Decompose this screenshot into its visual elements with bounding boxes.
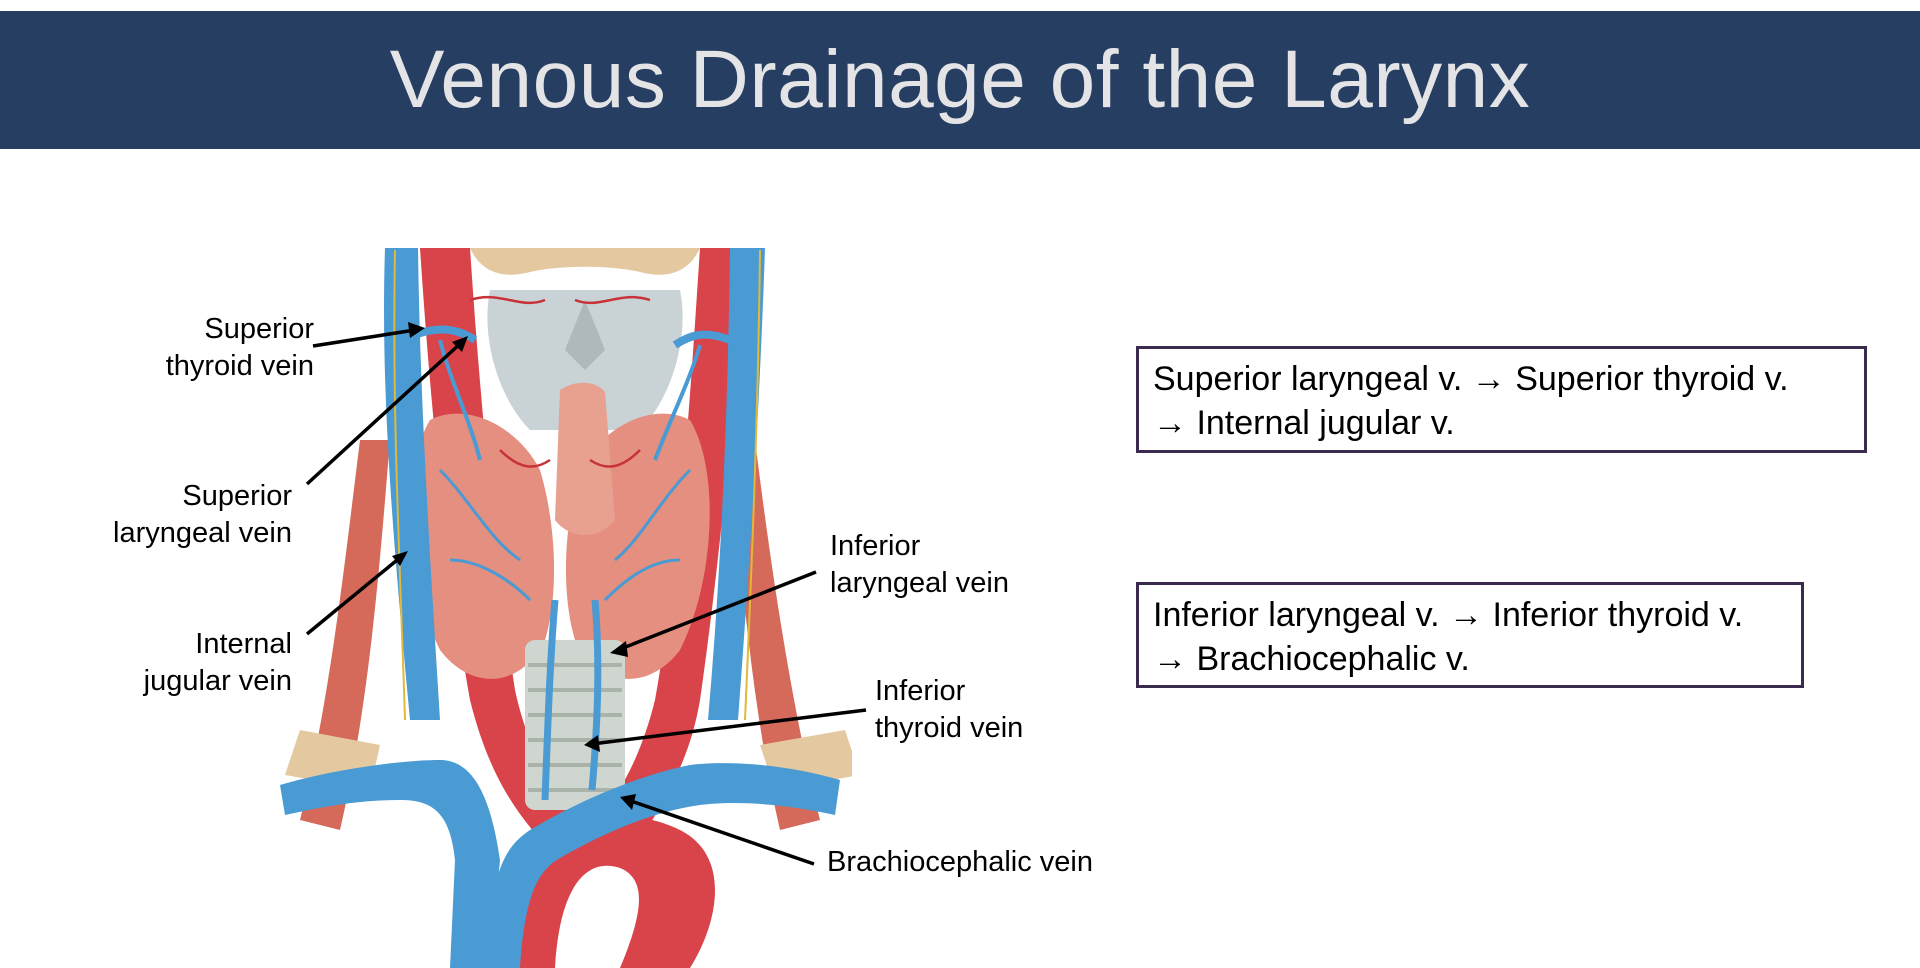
label-brachiocephalic-vein: Brachiocephalic vein xyxy=(827,846,1093,878)
internal-jugular-vein-right xyxy=(708,248,765,720)
label-superior-thyroid-vein: Superior thyroid vein xyxy=(165,313,314,382)
carotid-artery-right xyxy=(600,248,745,840)
strap-muscle-left xyxy=(300,440,390,830)
arrow-internal-jugular-vein xyxy=(305,554,404,636)
arrow-inferior-laryngeal-vein xyxy=(617,570,817,652)
thyroid-isthmus xyxy=(555,382,615,535)
superior-thyroid-vein-left xyxy=(413,325,478,344)
internal-jugular-vein-left xyxy=(384,248,440,720)
brachiocephalic-vein-right xyxy=(488,763,840,968)
inferior-thyroid-vein-left xyxy=(541,599,559,801)
superior-drainage-line-2: → Internal jugular v. xyxy=(1153,404,1455,442)
thyroid-lobe-left xyxy=(410,413,555,679)
label-inferior-thyroid-vein: Inferior thyroid vein xyxy=(875,675,1024,744)
carotid-artery-left xyxy=(420,248,600,860)
arrow-superior-thyroid-vein xyxy=(312,328,416,348)
inferior-drainage-box: Inferior laryngeal v. → Inferior thyroid… xyxy=(1136,582,1804,688)
inferior-thyroid-vein-right xyxy=(588,599,602,791)
arrow-superior-laryngeal-vein xyxy=(305,340,464,486)
hyoid-bone xyxy=(470,248,700,275)
title-bar: Venous Drainage of the Larynx xyxy=(0,11,1920,149)
superior-thyroid-vein-right xyxy=(672,330,732,349)
arrow-inferior-thyroid-vein xyxy=(591,708,867,746)
inferior-drainage-line-1: Inferior laryngeal v. → Inferior thyroid… xyxy=(1153,596,1744,634)
label-internal-jugular-vein: Internal jugular vein xyxy=(143,628,292,697)
superior-drainage-line-1: Superior laryngeal v. → Superior thyroid… xyxy=(1153,360,1789,398)
label-inferior-laryngeal-vein: Inferior laryngeal vein xyxy=(830,530,1009,599)
inferior-drainage-line-2: → Brachiocephalic v. xyxy=(1153,640,1470,678)
brachiocephalic-vein-left xyxy=(280,760,500,968)
label-superior-laryngeal-vein: Superior laryngeal vein xyxy=(113,480,292,549)
arrow-brachiocephalic-vein xyxy=(627,798,815,866)
superior-drainage-box: Superior laryngeal v. → Superior thyroid… xyxy=(1136,346,1867,453)
page-title: Venous Drainage of the Larynx xyxy=(389,34,1531,125)
